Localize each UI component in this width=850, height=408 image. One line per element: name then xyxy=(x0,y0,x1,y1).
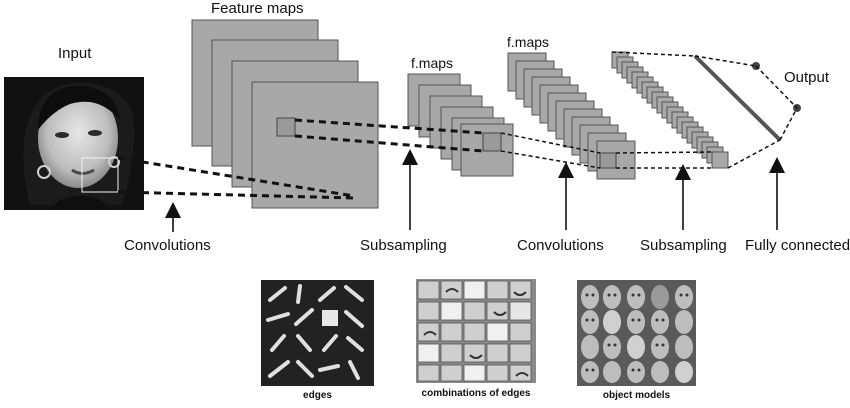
input-image xyxy=(4,77,144,210)
combinations-of-edges-caption: combinations of edges xyxy=(421,388,531,399)
feature-maps-label: Feature maps xyxy=(211,0,304,17)
fmaps-label-1: f.maps xyxy=(411,55,454,71)
object-models-image xyxy=(577,280,696,386)
fmaps-stack-2 xyxy=(507,52,636,180)
input-label: Input xyxy=(58,45,92,62)
combinations-of-edges-image xyxy=(416,279,536,383)
output-label: Output xyxy=(784,69,830,86)
convolutions-label-1: Convolutions xyxy=(124,237,211,254)
arrows xyxy=(165,149,785,232)
fmaps-stack-1 xyxy=(407,73,514,177)
subsampling-label-1: Subsampling xyxy=(360,237,447,254)
convolutions-label-2: Convolutions xyxy=(517,237,604,254)
fully-connected-label: Fully connected xyxy=(745,237,850,254)
edges-caption: edges xyxy=(303,390,332,401)
connection-lines xyxy=(117,51,798,200)
feature-maps-stack xyxy=(191,19,379,209)
fmaps-stack-3 xyxy=(611,51,729,169)
edges-image xyxy=(261,280,374,386)
fmaps-label-2: f.maps xyxy=(507,34,550,50)
subsampling-label-2: Subsampling xyxy=(640,237,727,254)
object-models-caption: object models xyxy=(602,390,671,401)
